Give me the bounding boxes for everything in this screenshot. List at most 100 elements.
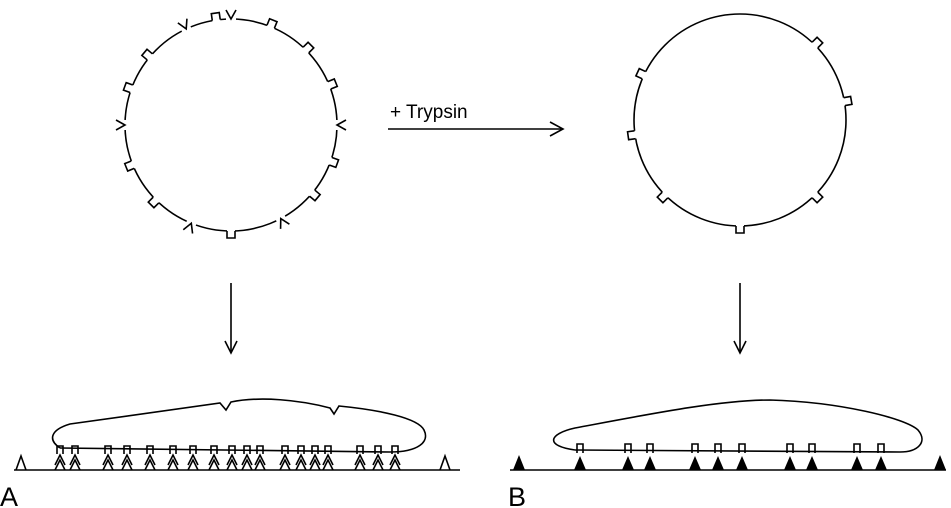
binding-marker — [69, 453, 81, 466]
trypsin-label: + Trypsin — [390, 102, 468, 123]
down-arrow-left — [224, 283, 238, 355]
binding-marker — [784, 456, 796, 470]
binding-marker — [322, 458, 334, 471]
bound-strand-a — [59, 447, 391, 453]
ring-notch — [210, 11, 222, 21]
binding-marker — [144, 453, 156, 466]
binding-marker — [622, 456, 634, 470]
strand-notch — [123, 445, 131, 454]
binding-marker — [712, 456, 724, 470]
binding-marker — [121, 458, 133, 471]
ring-v-mark — [335, 119, 347, 131]
bound-strand-b — [574, 449, 901, 453]
binding-marker — [226, 458, 238, 471]
down-arrow-right — [733, 283, 747, 355]
binding-marker — [102, 453, 114, 466]
binding-marker — [875, 456, 887, 470]
binding-marker — [322, 453, 334, 466]
binding-marker — [389, 458, 401, 471]
strand-notch — [877, 443, 885, 453]
strand-notch — [210, 445, 218, 454]
binding-marker — [208, 453, 220, 466]
end-marker — [513, 455, 525, 470]
panel-label-b: B — [508, 482, 526, 508]
strand-notch — [324, 445, 332, 454]
trypsin-arrow — [388, 121, 565, 137]
ring-notch — [266, 17, 279, 29]
ring-notch — [735, 226, 745, 234]
binding-marker — [254, 458, 266, 471]
ring-v-mark — [182, 221, 194, 234]
ring-notch — [656, 191, 669, 204]
strand-notch — [786, 443, 794, 453]
ring-v-mark — [279, 217, 290, 229]
strand-notch — [281, 445, 289, 454]
binding-marker — [254, 453, 266, 466]
ring-v-mark — [177, 18, 188, 31]
strand-notch — [691, 443, 699, 453]
ring-notch — [140, 48, 153, 61]
binding-marker — [144, 458, 156, 471]
strand-notch — [624, 443, 632, 453]
binding-marker — [167, 453, 179, 466]
binding-marker — [389, 453, 401, 466]
binding-marker — [69, 458, 81, 471]
strand-notch — [104, 445, 112, 454]
ring-before-trypsin — [115, 9, 347, 239]
binding-marker — [187, 453, 199, 466]
strand-notch — [71, 445, 79, 454]
strand-notch — [576, 443, 584, 453]
binding-marker — [354, 453, 366, 466]
strand-notch — [228, 445, 236, 454]
binding-marker — [279, 458, 291, 471]
binding-marker — [574, 456, 586, 470]
end-marker — [15, 453, 27, 471]
binding-marker — [309, 453, 321, 466]
strand-notch — [391, 445, 399, 454]
binding-marker — [309, 458, 321, 471]
strand-notch — [808, 443, 816, 453]
ring-notch — [122, 81, 134, 94]
binding-marker — [372, 453, 384, 466]
binding-marker — [167, 458, 179, 471]
strand-notch — [646, 443, 654, 453]
strand-notch — [738, 443, 746, 453]
strand-notch — [297, 445, 305, 454]
strand-notch — [311, 445, 319, 454]
ring-notch — [634, 67, 646, 80]
ring-notch — [328, 156, 340, 169]
strand-notch — [169, 445, 177, 454]
binding-marker — [295, 458, 307, 471]
strand-notch — [56, 445, 64, 454]
strand-notch — [374, 445, 382, 454]
binding-marker — [644, 456, 656, 470]
ring-notch — [302, 41, 315, 54]
ring-v-mark — [115, 119, 127, 131]
ring-notch — [123, 160, 135, 173]
ring-notch — [309, 189, 322, 202]
loop-outline-a — [51, 398, 427, 453]
binding-marker — [689, 456, 701, 470]
binding-marker — [226, 453, 238, 466]
ring-notch — [626, 129, 636, 141]
ring-notch — [147, 196, 160, 209]
binding-marker — [208, 458, 220, 471]
ring-v-mark — [225, 9, 237, 21]
panel-label-a: A — [0, 482, 18, 508]
strand-notch — [146, 445, 154, 454]
end-marker — [934, 455, 946, 470]
ring-notch — [226, 231, 236, 239]
strand-notch — [714, 443, 722, 453]
binding-marker — [241, 453, 253, 466]
binding-marker — [241, 458, 253, 471]
strand-notch — [189, 445, 197, 454]
binding-marker — [354, 458, 366, 471]
spread-molecule-a — [14, 398, 460, 471]
binding-marker — [279, 453, 291, 466]
ring-notch — [811, 36, 824, 49]
binding-marker — [54, 453, 66, 466]
binding-marker — [187, 458, 199, 471]
binding-marker — [102, 458, 114, 471]
end-marker — [439, 453, 451, 471]
